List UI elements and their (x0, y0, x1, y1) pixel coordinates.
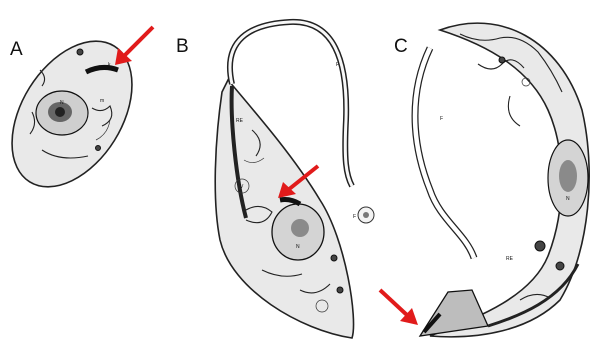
epimastigote-cell: F RE V N (215, 22, 353, 338)
arrow-a (115, 27, 153, 65)
label-b-f2: F (353, 214, 356, 220)
label-c-f: F (440, 116, 443, 122)
panel-label-c: C (394, 36, 408, 57)
panel-label-a: A (10, 39, 23, 60)
label-b-n: N (296, 244, 300, 250)
label-a-n: N (60, 100, 64, 106)
trypomastigote-cell: F RE N (415, 23, 589, 337)
label-b-f: F (336, 62, 339, 68)
flagellum-cross-section: F (353, 207, 374, 223)
panel-label-b: B (176, 36, 189, 57)
label-c-n: N (566, 196, 570, 202)
label-c-re: RE (506, 256, 514, 262)
label-b-re: RE (236, 118, 244, 124)
label-a-m: m (100, 98, 104, 104)
arrow-c (380, 290, 418, 325)
